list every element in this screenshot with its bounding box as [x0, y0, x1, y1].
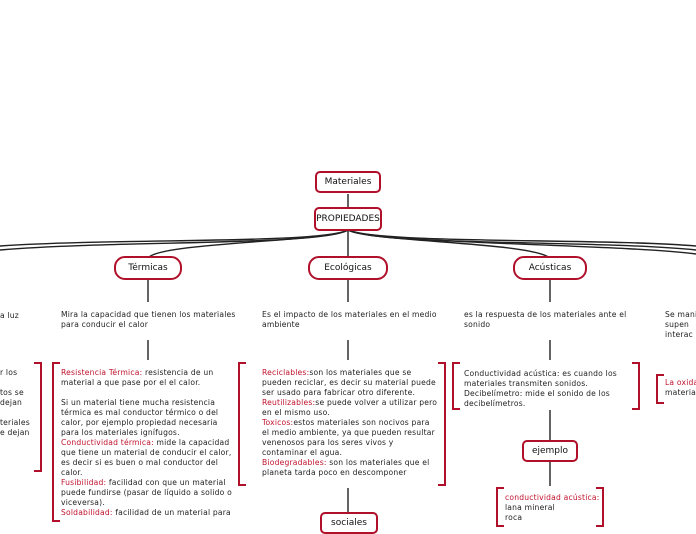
ejemplo-detail: conductividad acústica: lana mineral roc… [505, 493, 600, 522]
ecologicas-description: Es el impacto de los materiales en el me… [262, 310, 437, 329]
node-materiales[interactable]: Materiales [315, 171, 381, 193]
ejemplo-bracket-left [496, 487, 504, 527]
right-branch-desc: Se mani supen interac [665, 310, 696, 339]
acusticas-bracket-left [452, 362, 460, 410]
right-detail: La oxida materia [665, 378, 696, 397]
node-ejemplo[interactable]: ejemplo [522, 440, 578, 462]
termicas-description: Mira la capacidad que tienen los materia… [61, 310, 236, 329]
ecologicas-bracket-left [238, 362, 246, 486]
node-acusticas[interactable]: Acústicas [513, 256, 587, 280]
right-detail-bracket [656, 374, 664, 404]
acusticas-detail: Conductividad acústica: es cuando los ma… [464, 369, 617, 408]
termicas-bracket-left [52, 362, 60, 522]
node-propiedades[interactable]: PROPIEDADES [314, 207, 382, 231]
connector-lines [0, 194, 696, 512]
ecologicas-detail: Reciclables:son los materiales que se pu… [262, 368, 438, 477]
left-detail-bracket [34, 362, 42, 472]
node-partial[interactable]: sociales [320, 512, 378, 534]
left-branch-desc: a luz [0, 311, 19, 320]
left-detail-text: r los tos se dejan teriales e dejan [0, 368, 30, 437]
termicas-detail: Resistencia Térmica: resistencia de un m… [61, 368, 232, 517]
acusticas-bracket-right [632, 362, 640, 410]
node-ecologicas[interactable]: Ecológicas [308, 256, 388, 280]
acusticas-description: es la respuesta de los materiales ante e… [464, 310, 627, 329]
node-termicas[interactable]: Térmicas [114, 256, 182, 280]
ecologicas-bracket-right [438, 362, 446, 486]
